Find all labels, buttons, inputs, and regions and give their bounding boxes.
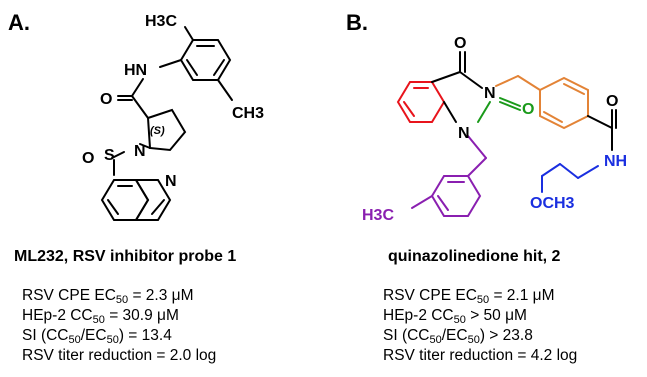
atom-och3: OCH3 <box>530 195 575 212</box>
atom-hn: HN <box>124 62 147 79</box>
property-line-b-1: RSV CPE EC50 = 2.1 μM <box>383 287 555 306</box>
atom-o-c4: O <box>454 35 466 52</box>
caption-b: quinazolinedione hit, 2 <box>388 248 561 265</box>
atom-n-quinoline: N <box>165 173 177 190</box>
property-line-b-3: SI (CC50/EC50) > 23.8 <box>383 327 533 346</box>
properties-b: RSV CPE EC50 = 2.1 μM HEp-2 CC50 > 50 μM… <box>383 286 577 366</box>
pyrrolidine-ring <box>146 108 187 152</box>
atom-n-pyrrolidine: N <box>134 143 146 160</box>
property-line-a-2: HEp-2 CC50 = 30.9 μM <box>22 307 179 326</box>
caption-a: ML232, RSV inhibitor probe 1 <box>14 248 237 265</box>
property-line-a-1: RSV CPE EC50 = 2.3 μM <box>22 287 194 306</box>
quinoline-pyridine-ring <box>134 179 172 221</box>
panel-a-label: A. <box>8 10 30 35</box>
stereo-label: (S) <box>150 125 165 137</box>
panel-b-label: B. <box>346 10 368 35</box>
atom-nh: NH <box>604 153 627 170</box>
atom-n1: N <box>458 125 470 142</box>
atom-o-c2: O <box>522 101 534 118</box>
atom-o-carbonyl: O <box>100 91 112 108</box>
atom-n3: N <box>484 85 496 102</box>
property-line-a-3: SI (CC50/EC50) = 13.4 <box>22 327 172 346</box>
property-line-b-4: RSV titer reduction = 4.2 log <box>383 347 578 364</box>
atom-h3c: H3C <box>362 207 394 224</box>
benzamide-ring <box>539 76 589 130</box>
atom-s: S <box>104 147 115 164</box>
atom-h3c: H3C <box>145 13 177 30</box>
property-line-b-2: HEp-2 CC50 > 50 μM <box>383 307 527 326</box>
methylbenzyl-ring <box>430 175 482 217</box>
atom-o-amide: O <box>606 93 618 110</box>
property-line-a-4: RSV titer reduction = 2.0 log <box>22 347 217 364</box>
properties-a: RSV CPE EC50 = 2.3 μM HEp-2 CC50 = 30.9 … <box>22 286 216 366</box>
atom-ch3: CH3 <box>232 105 264 122</box>
atom-o-sulfonyl: O <box>82 150 94 167</box>
